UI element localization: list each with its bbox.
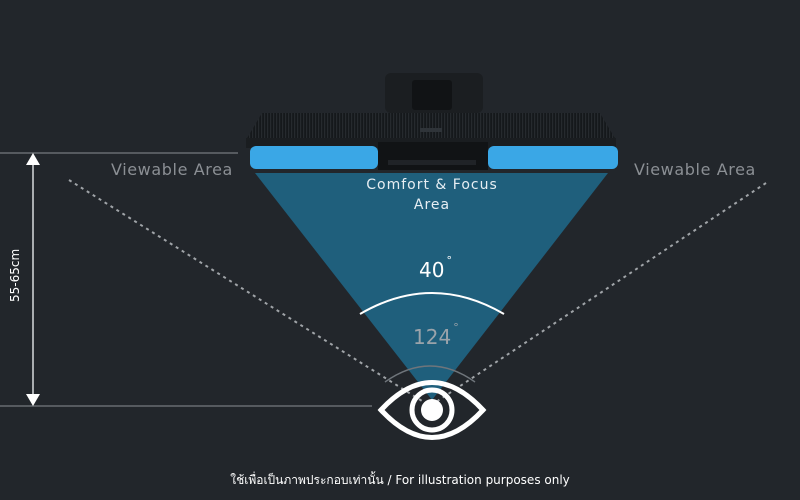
angle-124-label: 124°: [413, 321, 459, 349]
monitor-top-view-icon: [246, 73, 618, 170]
angle-arc-124: [384, 365, 476, 383]
angle-124-value: 124: [413, 325, 452, 349]
distance-arrow-head-bottom: [26, 394, 40, 406]
disclaimer-text: ใช้เพื่อเป็นภาพประกอบเท่านั้น / For illu…: [230, 473, 570, 487]
angle-40-value: 40: [419, 258, 445, 282]
eye-icon: [377, 380, 487, 440]
distance-label: 55-65cm: [8, 248, 22, 302]
viewable-area-label-left: Viewable Area: [111, 160, 233, 179]
comfort-focus-label-line1: Comfort & Focus: [366, 177, 498, 193]
distance-arrow-head-top: [26, 153, 40, 165]
degree-symbol: °: [453, 321, 459, 334]
comfort-focus-label-line2: Area: [413, 197, 451, 213]
degree-symbol: °: [446, 254, 452, 267]
angle-arc-40: [359, 292, 505, 315]
viewable-area-label-right: Viewable Area: [634, 160, 756, 179]
angle-40-label: 40°: [419, 254, 452, 282]
viewable-area-boundary-right: [429, 182, 767, 407]
comfort-focus-label: Comfort & Focus Area: [352, 175, 512, 215]
viewable-area-boundary-left: [68, 179, 431, 407]
comfort-focus-cone: [255, 173, 608, 400]
